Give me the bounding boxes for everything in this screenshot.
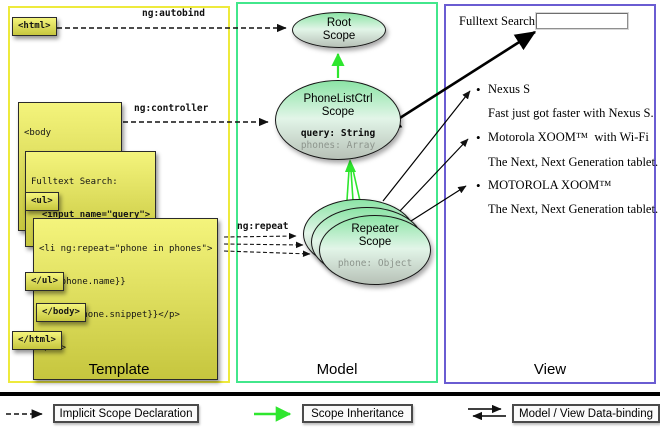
code-li-repeat: <li ng:repeat="phone in phones"> {{phone…: [33, 218, 219, 380]
repeater-line1: Repeater: [351, 223, 399, 235]
view-column-frame: [444, 4, 656, 384]
code-body-close: </body>: [36, 303, 86, 322]
phone-snippet: Fast just got faster with Nexus S.: [488, 106, 654, 120]
bullet-icon: •: [476, 178, 481, 193]
root-scope-ellipse: Root Scope: [292, 12, 386, 48]
repeater-scope-ellipse-front: Repeater Scope phone: Object: [319, 215, 431, 285]
code-html-open: <html>: [12, 17, 57, 36]
repeater-line2: Scope: [358, 236, 392, 248]
phone-snippet: The Next, Next Generation tablet.: [488, 202, 659, 216]
phone-snippet: The Next, Next Generation tablet.: [488, 155, 659, 169]
code-line: {{phone.name}}: [39, 277, 126, 287]
legend-separator-line: [0, 392, 660, 396]
code-line: <body: [24, 128, 52, 138]
template-column-title: Template: [88, 361, 150, 378]
code-ul-open: <ul>: [25, 192, 59, 211]
phone-name: Motorola XOOM™ with Wi-Fi: [488, 130, 649, 144]
fulltext-search-input[interactable]: [536, 13, 628, 29]
phone-name: MOTOROLA XOOM™: [488, 178, 612, 192]
ng-repeat-label: ng:repeat: [237, 221, 289, 232]
phone-name: Nexus S: [488, 82, 531, 96]
view-column-title: View: [533, 361, 567, 378]
fulltext-label-line: Fulltext Search:: [31, 177, 118, 187]
legend-implicit-scope: Implicit Scope Declaration: [53, 404, 199, 423]
ng-autobind-label: ng:autobind: [142, 8, 205, 19]
legend-data-binding: Model / View Data-binding: [512, 404, 660, 423]
bullet-icon: •: [476, 82, 481, 97]
view-search-label: Fulltext Search:: [459, 14, 539, 28]
ng-controller-label: ng:controller: [134, 103, 209, 114]
phonelistctrl-line2: Scope: [321, 106, 355, 118]
phonelistctrl-line1: PhoneListCtrl: [303, 93, 373, 105]
code-line: <li ng:repeat="phone in phones">: [39, 244, 213, 254]
code-ul-close: </ul>: [25, 272, 65, 291]
legend-scope-inheritance: Scope Inheritance: [302, 404, 413, 423]
phones-property: phones: Array: [300, 140, 376, 151]
code-html-close: </html>: [12, 331, 62, 350]
model-column-title: Model: [316, 361, 358, 378]
code-line: </li>: [39, 343, 212, 354]
phonelistctrl-scope-ellipse: PhoneListCtrl Scope query: String phones…: [275, 80, 401, 160]
root-scope-line2: Scope: [322, 30, 356, 42]
input-code-line: <input name="query">: [31, 210, 151, 220]
model-column-frame: [236, 2, 438, 383]
code-line: <p>{{phone.snippet}}</p>: [39, 310, 180, 320]
query-property: query: String: [300, 128, 376, 139]
root-scope-line1: Root: [326, 17, 352, 29]
phone-property: phone: Object: [337, 258, 413, 269]
bullet-icon: •: [476, 130, 481, 145]
